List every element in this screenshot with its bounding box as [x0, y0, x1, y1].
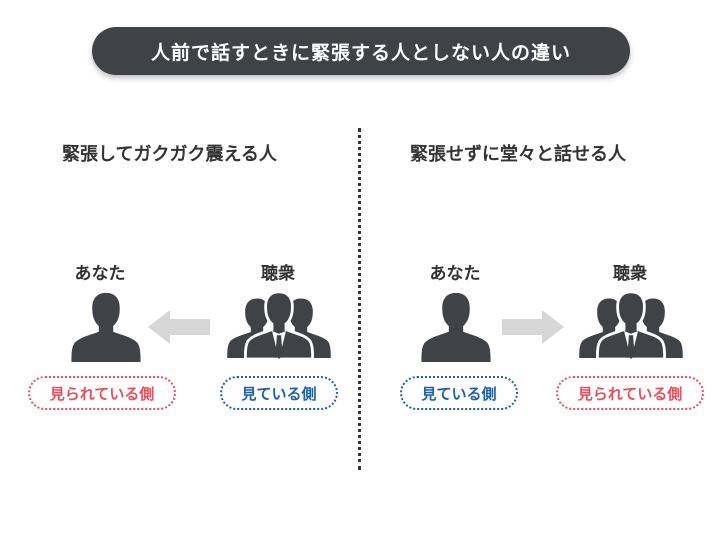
left-audience-label: 聴衆 — [261, 264, 295, 284]
person-icon — [420, 290, 492, 362]
audience-icon — [579, 290, 683, 361]
arrow-right-icon — [502, 310, 564, 344]
right-audience-badge: 見られている側 — [556, 376, 704, 410]
person-icon — [70, 290, 142, 362]
left-you-label: あなた — [74, 264, 126, 284]
arrow-left-icon — [148, 310, 210, 344]
left-heading: 緊張してガクガク震える人 — [62, 144, 277, 165]
center-divider — [358, 128, 361, 470]
page-title: 人前で話すときに緊張する人としない人の違い — [92, 27, 630, 75]
right-you-badge: 見ている側 — [400, 376, 518, 410]
right-you-label: あなた — [429, 264, 481, 284]
left-audience-badge: 見ている側 — [220, 376, 338, 410]
left-you-badge: 見られている側 — [28, 376, 176, 410]
right-audience-label: 聴衆 — [613, 264, 647, 284]
right-heading: 緊張せずに堂々と話せる人 — [410, 144, 626, 165]
audience-icon — [227, 290, 331, 361]
